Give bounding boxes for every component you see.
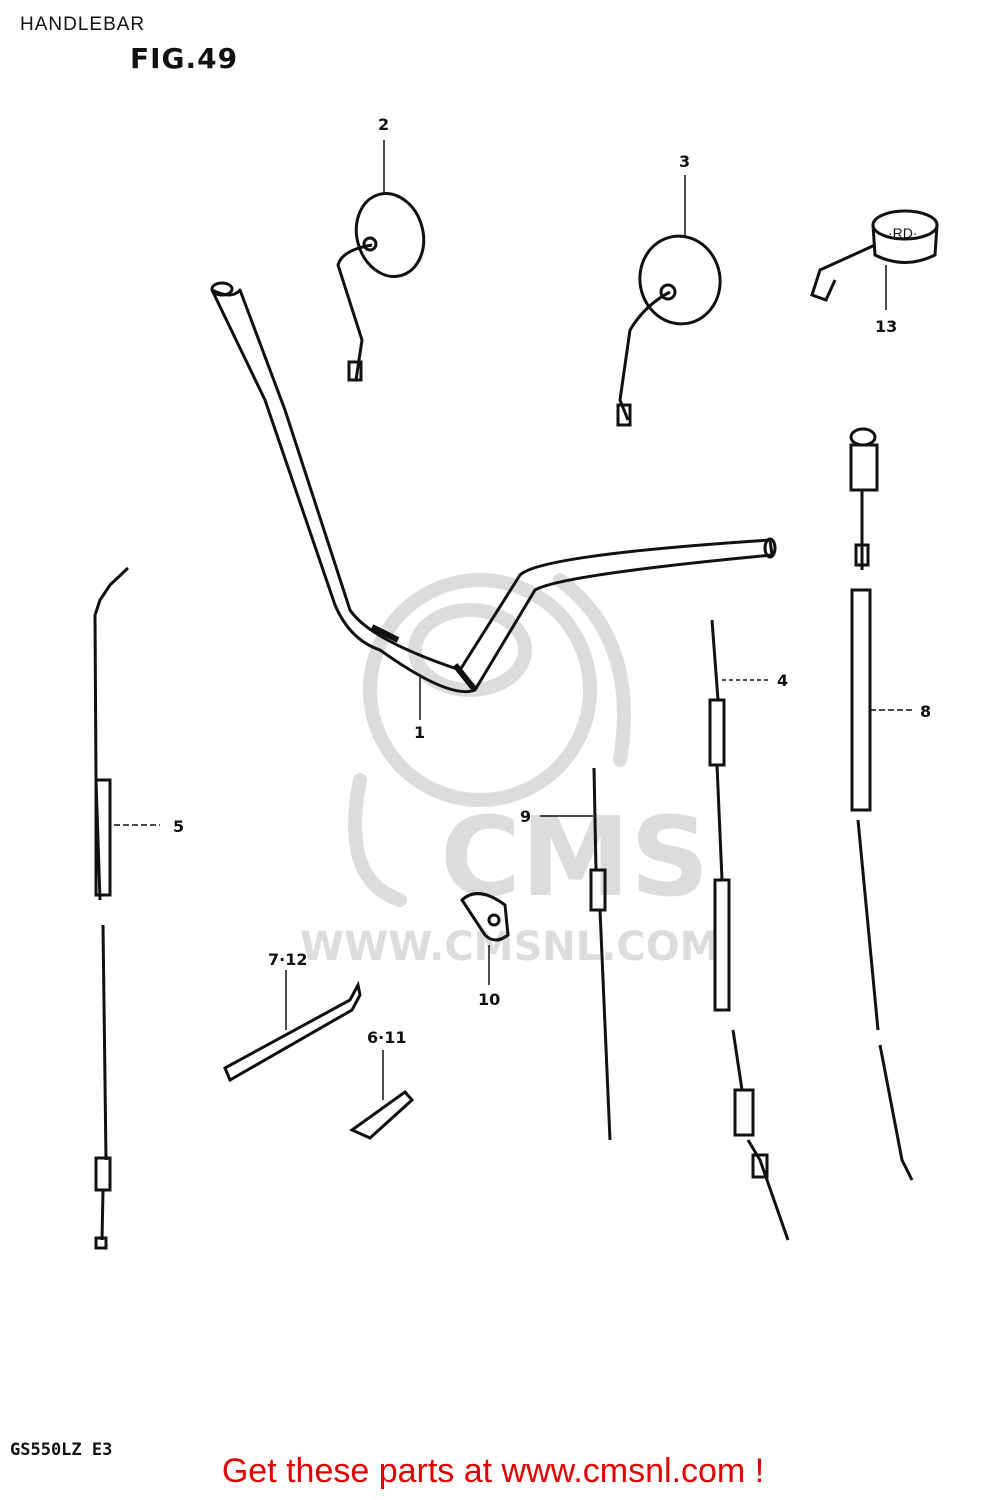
cms-watermark <box>348 573 631 907</box>
callout-2: 2 <box>378 115 389 134</box>
mirror-part-2 <box>336 192 426 382</box>
parts-diagram: CMS WWW.CMSNL.COM 1 2 3 ·RD· 13 <box>93 115 939 1250</box>
cable-part-9 <box>589 767 612 1141</box>
mirror-part-3 <box>616 234 722 427</box>
cable-part-8 <box>849 427 914 1181</box>
bracket-part-10 <box>460 892 510 942</box>
callout-4: 4 <box>777 671 788 690</box>
callout-9: 9 <box>520 807 531 826</box>
callout-8: 8 <box>920 702 931 721</box>
callout-6-11: 6·11 <box>367 1028 406 1047</box>
callout-13: 13 <box>875 317 897 336</box>
callout-10: 10 <box>478 990 500 1009</box>
page-title: HANDLEBAR <box>20 14 146 35</box>
clip-part-6-11 <box>348 1089 415 1140</box>
lever-part-7-12 <box>223 980 362 1083</box>
callout-5: 5 <box>173 817 184 836</box>
watermark-logo: CMS <box>440 793 709 921</box>
handlebar-part-1 <box>210 281 777 694</box>
figure-label: FIG.49 <box>130 42 239 75</box>
cable-part-5 <box>93 566 130 1250</box>
callout-1: 1 <box>414 723 425 742</box>
cable-part-4 <box>708 619 790 1241</box>
watermark-url: WWW.CMSNL.COM <box>300 924 720 970</box>
model-code: GS550LZ E3 <box>10 1440 113 1460</box>
svg-text:·RD·: ·RD· <box>888 225 918 241</box>
cta-link[interactable]: Get these parts at www.cmsnl.com ! <box>221 1452 765 1490</box>
knob-part-13: ·RD· <box>810 209 939 302</box>
callout-3: 3 <box>679 152 690 171</box>
callout-7-12: 7·12 <box>268 950 307 969</box>
